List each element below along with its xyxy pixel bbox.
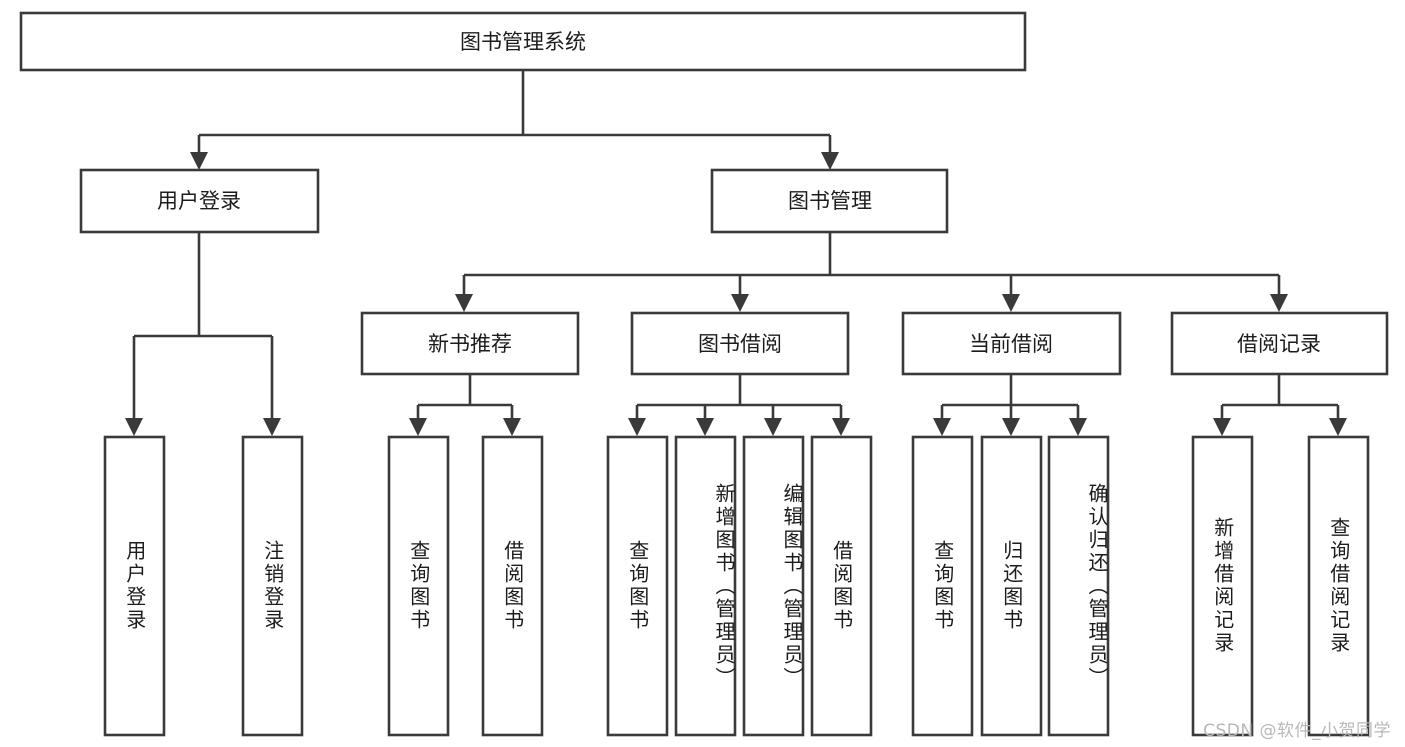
node-current-borrow[interactable] bbox=[901, 311, 1122, 376]
node-leaf-return-book[interactable] bbox=[980, 435, 1043, 737]
connector-new-book-recommend-to-leaves bbox=[409, 374, 521, 436]
node-user-login[interactable] bbox=[79, 168, 320, 234]
node-leaf-borrow-book-1[interactable] bbox=[481, 435, 544, 737]
node-book-borrow[interactable] bbox=[630, 311, 850, 376]
node-leaf-query-book-3[interactable] bbox=[911, 435, 974, 737]
node-new-book-recommend[interactable] bbox=[360, 311, 580, 376]
node-leaf-query-book-1[interactable] bbox=[387, 435, 450, 737]
label-book-borrow: 图书借阅 bbox=[698, 332, 782, 356]
node-leaf-confirm-return[interactable] bbox=[1047, 435, 1110, 737]
connector-book-borrow-to-leaves bbox=[628, 374, 850, 436]
label-root: 图书管理系统 bbox=[460, 30, 586, 54]
label-book-manage: 图书管理 bbox=[788, 189, 872, 213]
node-leaf-query-book-2[interactable] bbox=[606, 435, 669, 737]
node-leaf-user-login[interactable] bbox=[103, 435, 166, 737]
connector-user-login-to-leaves bbox=[125, 232, 281, 436]
node-leaf-add-book[interactable] bbox=[674, 435, 737, 737]
connector-borrow-record-to-leaves bbox=[1213, 374, 1347, 436]
label-current-borrow: 当前借阅 bbox=[969, 332, 1053, 356]
node-leaf-add-record[interactable] bbox=[1191, 435, 1254, 737]
node-leaf-query-record[interactable] bbox=[1307, 435, 1370, 737]
watermark: CSDN @软件_小贺同学 bbox=[1203, 721, 1391, 741]
node-book-manage[interactable] bbox=[710, 168, 949, 234]
label-new-book-recommend: 新书推荐 bbox=[428, 332, 512, 356]
node-root[interactable] bbox=[19, 11, 1027, 72]
node-leaf-edit-book[interactable] bbox=[742, 435, 805, 737]
label-borrow-record: 借阅记录 bbox=[1237, 332, 1321, 356]
connector-root-to-level2 bbox=[190, 70, 839, 170]
connector-book-manage-to-level3 bbox=[455, 232, 1288, 312]
label-user-login: 用户登录 bbox=[157, 189, 241, 213]
connector-current-borrow-to-leaves bbox=[933, 374, 1087, 436]
node-leaf-borrow-book-2[interactable] bbox=[810, 435, 873, 737]
node-borrow-record[interactable] bbox=[1170, 311, 1389, 376]
node-leaf-user-logout[interactable] bbox=[241, 435, 304, 737]
